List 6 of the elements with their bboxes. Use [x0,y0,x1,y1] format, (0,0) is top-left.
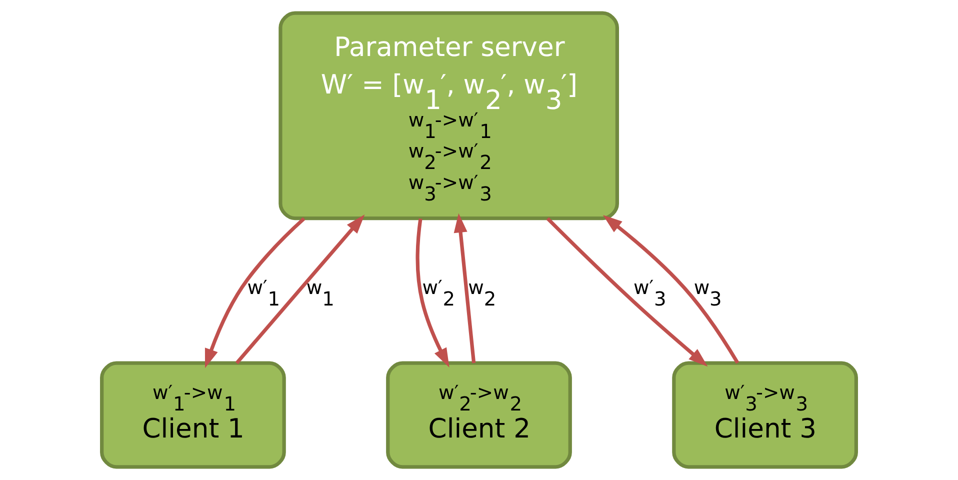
arrow [546,217,708,367]
arrow [454,213,476,364]
arrow [204,217,306,368]
arrow [602,214,740,364]
arrow [416,218,450,368]
arrow [235,214,365,364]
